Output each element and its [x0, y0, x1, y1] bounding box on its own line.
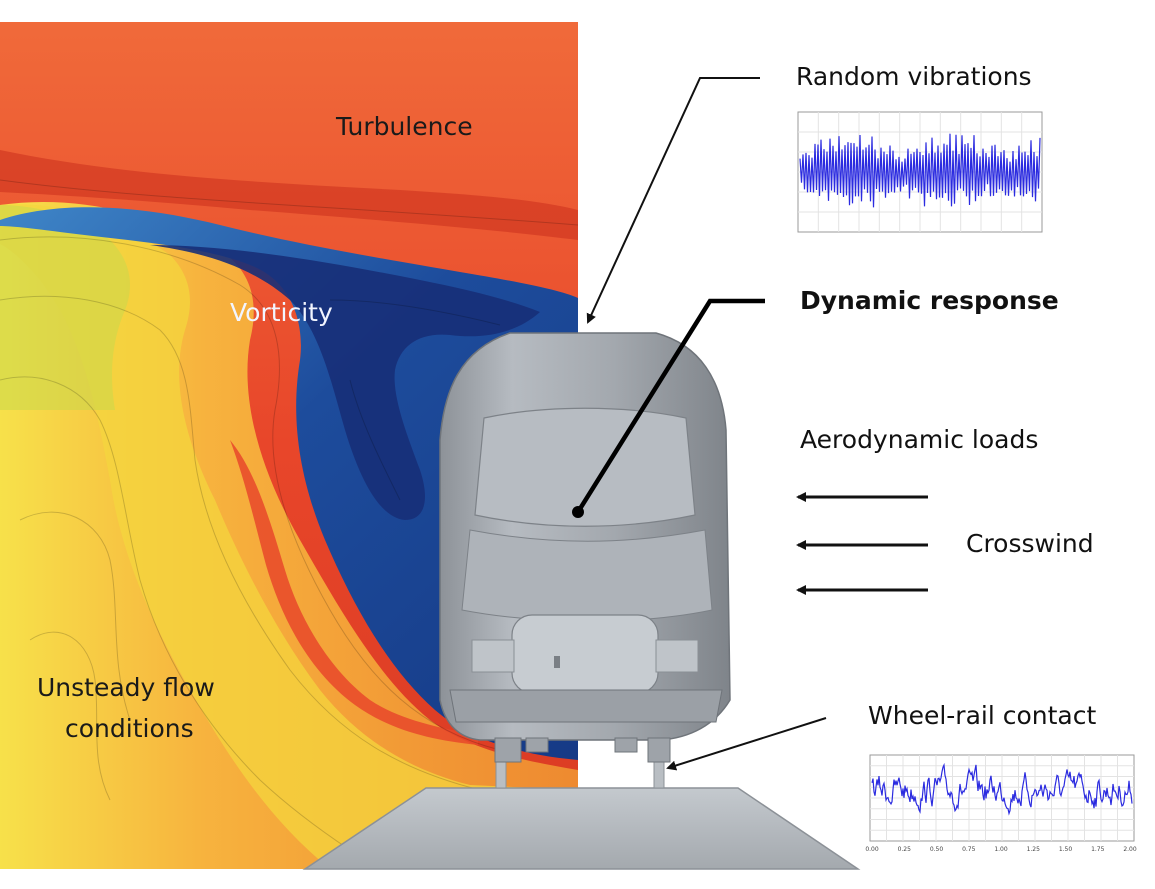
- headlight-left: [471, 639, 515, 673]
- dynamic-response-dot: [572, 506, 584, 518]
- dynamic-response-pointer: [572, 298, 765, 518]
- train-windshield: [474, 407, 696, 527]
- wheel-rail-grid: [870, 755, 1134, 841]
- dynamic-response-label: Dynamic response: [800, 286, 1059, 315]
- random-vibrations-label: Random vibrations: [796, 62, 1032, 91]
- train-front: [439, 332, 731, 763]
- bogie-center-right: [614, 737, 638, 753]
- random-vibrations-chart: [797, 111, 1043, 233]
- random-vibrations-signal: [799, 133, 1041, 208]
- track-embankment: [302, 787, 861, 870]
- x-tick-label: 1.25: [1027, 846, 1041, 853]
- yellow-band: [0, 204, 578, 869]
- x-tick-label: 0.25: [898, 846, 912, 853]
- wheel-rail-signal: [871, 762, 1133, 816]
- rail-left: [495, 761, 507, 789]
- rail-right: [653, 761, 665, 789]
- vorticity-label: Vorticity: [230, 298, 333, 327]
- contour-lines: [0, 179, 578, 851]
- hot-band-dark: [0, 150, 578, 240]
- dynamic-response-leader: [576, 298, 765, 514]
- bogie-center-left: [525, 737, 549, 753]
- wheel-rail-chart: 0.00 0.25 0.50 0.75 1.00 1.25 1.50 1.75 2.00: [865, 754, 1137, 853]
- x-tick-label: 0.50: [930, 846, 944, 853]
- deep-vortex-core: [150, 245, 540, 520]
- wheel-rail-leader: [666, 717, 827, 771]
- aerodynamic-loads-label: Aerodynamic loads: [800, 425, 1039, 454]
- coupler-slot: [554, 656, 560, 668]
- train-coupler-cover: [511, 614, 659, 694]
- turbulence-label: Turbulence: [336, 112, 473, 141]
- x-tick-label: 1.50: [1059, 846, 1073, 853]
- train-skirt: [449, 689, 723, 723]
- random-vibrations-leader: [586, 77, 760, 324]
- red-shear-streak: [230, 440, 478, 745]
- bogie-right: [647, 737, 671, 763]
- headlight-right: [655, 639, 699, 673]
- unsteady-flow-label-line1: Unsteady flow: [37, 673, 215, 702]
- train-nose-panel: [461, 529, 713, 622]
- wheel-rail-contact-label: Wheel-rail contact: [868, 701, 1097, 730]
- x-tick-label: 2.00: [1123, 846, 1137, 853]
- x-tick-label: 0.75: [962, 846, 976, 853]
- wheel-rail-x-ticks: 0.00 0.25 0.50 0.75 1.00 1.25 1.50 1.75 2.00: [865, 846, 1137, 853]
- unsteady-flow-label-line2: conditions: [65, 714, 194, 743]
- crosswind-arrows: [796, 492, 928, 595]
- bogie-left: [494, 737, 522, 763]
- cold-vortex: [0, 207, 578, 760]
- x-tick-label: 1.00: [994, 846, 1008, 853]
- x-tick-label: 0.00: [865, 846, 879, 853]
- x-tick-label: 1.75: [1091, 846, 1105, 853]
- greenish-band: [0, 205, 130, 410]
- crosswind-label: Crosswind: [966, 529, 1094, 558]
